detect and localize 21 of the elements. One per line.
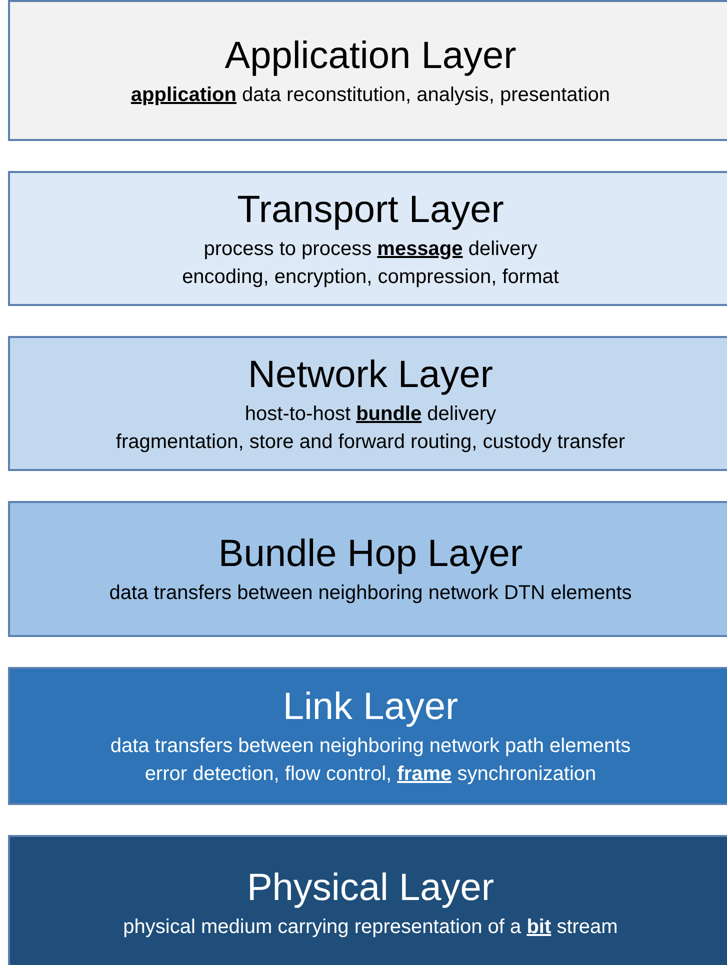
- layer-box: [8, 501, 727, 637]
- layer-description: application data reconstitution, analysis, presentation: [130, 82, 610, 108]
- layer-box: [8, 835, 727, 965]
- layer-description: data transfers between neighboring network DTN elements: [109, 581, 632, 606]
- layer-box: [8, 667, 727, 805]
- layer-description: error detection, flow control, frame synchronization: [144, 762, 596, 787]
- layer-title: Link Layer: [282, 685, 458, 730]
- layer-title: Network Layer: [248, 352, 493, 398]
- layer-title: Bundle Hop Layer: [218, 532, 523, 577]
- layer-title: Physical Layer: [246, 866, 494, 910]
- layer-description: data transfers between neighboring network path elements: [110, 734, 631, 759]
- layer-box: [8, 0, 727, 141]
- layer-description: host-to-host bundle delivery: [244, 402, 496, 426]
- layer-box: [8, 336, 727, 471]
- layer-description: encoding, encryption, compression, format: [182, 264, 559, 290]
- layer-description: physical medium carrying representation of a bit stream: [123, 914, 618, 940]
- layer-title: Application Layer: [224, 34, 516, 78]
- layer-box: [8, 171, 727, 306]
- layer-title: Transport Layer: [237, 188, 504, 232]
- layer-description: fragmentation, store and forward routing, custody transfer: [116, 430, 626, 454]
- layer-description: process to process message delivery: [204, 236, 538, 262]
